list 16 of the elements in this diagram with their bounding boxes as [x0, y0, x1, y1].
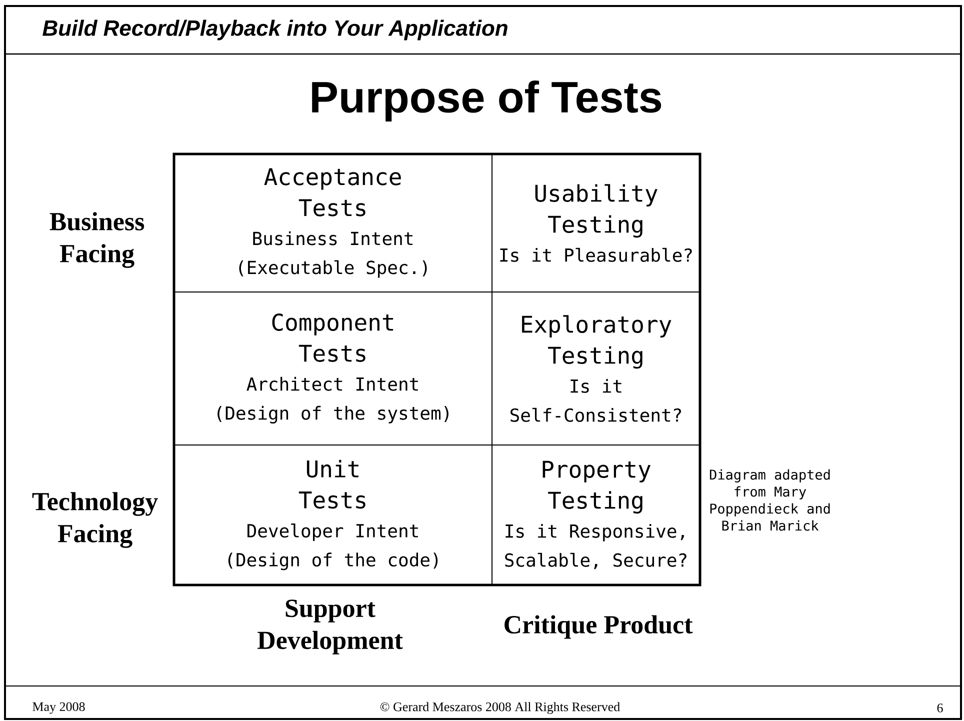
grid-cell: Property Testing Is it Responsive, Scalable, Secure?: [492, 444, 700, 586]
grid-cell: Component Tests Architect Intent (Design of the system): [174, 292, 492, 446]
header-text: Build Record/Playback into Your Application: [42, 20, 508, 40]
node-label: Business Intent (Executable Spec.): [239, 231, 427, 278]
footer-text: May 2008: [32, 702, 85, 714]
footer-text: © Gerard Meszaros 2008 All Rights Reserved: [380, 702, 620, 714]
row-label: Technology Facing: [32, 492, 158, 548]
row-label: Business Facing: [50, 212, 144, 268]
attribution-note: Diagram adapted from Mary Poppendieck and Brian Marick: [710, 469, 830, 531]
node-label: Acceptance Tests: [264, 168, 401, 216]
column-label: Critique Product: [504, 615, 693, 639]
page-number: 6: [937, 704, 943, 712]
slide-title: Purpose of Tests: [312, 80, 662, 122]
grid-cell: Usability Testing Is it Pleasurable?: [492, 154, 700, 292]
grid-cell: Unit Tests Developer Intent (Design of the code): [174, 444, 492, 586]
grid-cell: Exploratory Testing Is it Self-Consistent?: [492, 292, 700, 446]
